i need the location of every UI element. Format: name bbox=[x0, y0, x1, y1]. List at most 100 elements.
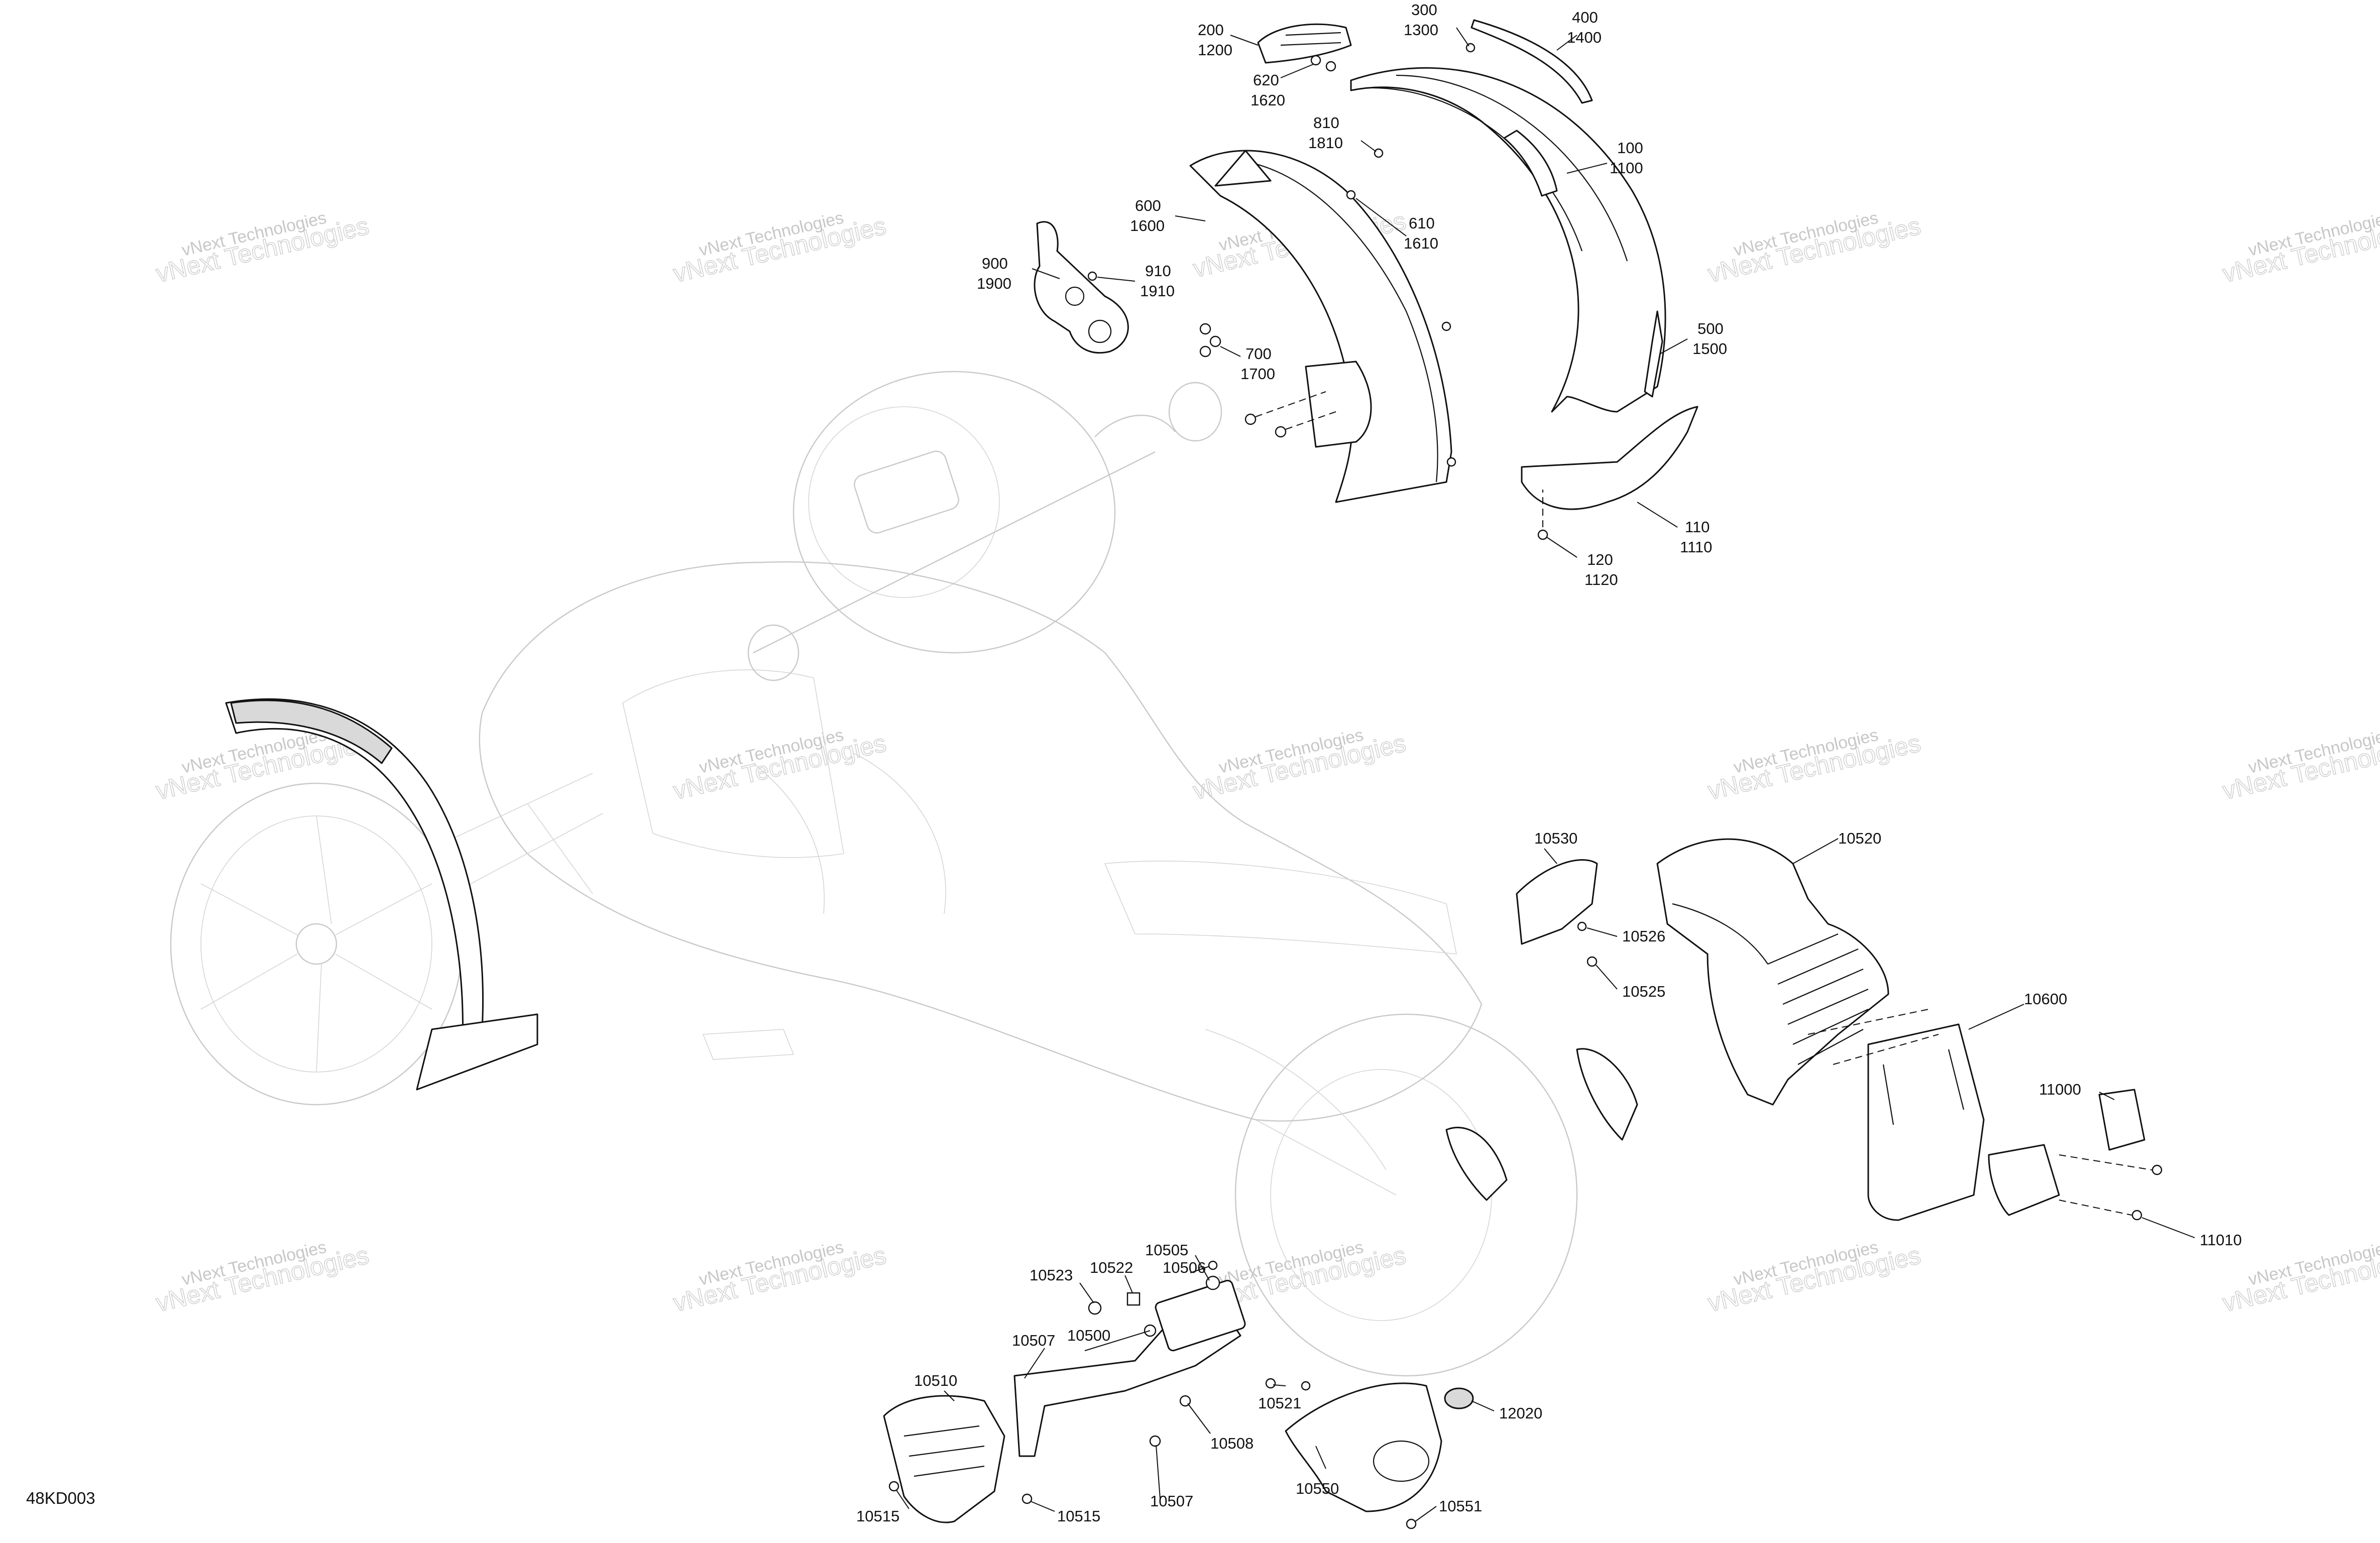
leader-910 bbox=[1097, 277, 1136, 282]
footpeg-outline bbox=[702, 1029, 795, 1060]
part-10523-washer bbox=[1088, 1301, 1102, 1315]
part-number-10510: 10510 bbox=[914, 1372, 957, 1389]
vehicle-ghost-outline bbox=[170, 371, 1578, 1377]
part-number-10551: 10551 bbox=[1439, 1497, 1482, 1515]
part-700-screw bbox=[1244, 413, 1257, 425]
part-number-10506: 10506 bbox=[1163, 1259, 1206, 1276]
part-number-1600: 1600 bbox=[1130, 217, 1165, 234]
leader-12020 bbox=[1471, 1400, 1495, 1411]
leader-10507b bbox=[1156, 1445, 1161, 1499]
leader-10522 bbox=[1124, 1275, 1133, 1293]
part-number-11010: 11010 bbox=[2200, 1231, 2242, 1249]
part-10550-cover bbox=[1285, 1382, 1442, 1512]
part-number-1620: 1620 bbox=[1251, 91, 1285, 109]
part-number-10523: 10523 bbox=[1030, 1266, 1073, 1284]
front-right-wheel-outline bbox=[792, 371, 1116, 654]
front-left-rim-outline bbox=[200, 815, 432, 1073]
part-number-1100: 1100 bbox=[1610, 159, 1643, 177]
part-number-110: 110 bbox=[1685, 518, 1710, 536]
part-700-screw bbox=[1199, 323, 1211, 335]
part-number-10505: 10505 bbox=[1145, 1241, 1188, 1259]
watermark: vNext Technologies vNext Technologies bbox=[2220, 208, 2380, 288]
leader-11010 bbox=[2141, 1217, 2195, 1238]
part-number-10521: 10521 bbox=[1258, 1394, 1301, 1412]
rear-tail-lights bbox=[1445, 1048, 1638, 1201]
rear-fender-exploded-group bbox=[1516, 838, 2163, 1221]
leader-10515b bbox=[1030, 1501, 1055, 1512]
leader-300 bbox=[1456, 27, 1469, 47]
part-number-10550: 10550 bbox=[1296, 1480, 1339, 1497]
part-10515-screw bbox=[888, 1481, 899, 1492]
watermark: vNext Technologies vNext Technologies bbox=[2220, 726, 2380, 805]
front-suspension-outline bbox=[441, 773, 603, 894]
leader-10523 bbox=[1079, 1282, 1094, 1303]
part-number-1910: 1910 bbox=[1140, 282, 1175, 300]
watermark: vNext Technologies vNext Technologies bbox=[670, 1238, 889, 1318]
part-10520-fins bbox=[1777, 948, 1869, 1065]
part-120-nut bbox=[1537, 529, 1548, 540]
part-number-400: 400 bbox=[1572, 9, 1598, 26]
part-700-screw bbox=[1209, 335, 1221, 347]
part-900-hole bbox=[1088, 319, 1112, 343]
front-fender-exploded-group bbox=[1034, 19, 1698, 540]
watermark: vNext Technologies vNext Technologies bbox=[670, 208, 889, 288]
part-10600-plate-holder bbox=[1867, 1023, 1985, 1221]
part-10510-housing bbox=[883, 1395, 1005, 1523]
leader-400 bbox=[1556, 35, 1577, 51]
leader-10600 bbox=[1968, 1004, 2024, 1030]
part-10526-screw bbox=[1577, 921, 1587, 931]
part-number-810: 810 bbox=[1313, 114, 1339, 132]
part-10506-screw bbox=[1208, 1260, 1218, 1270]
instrument-cluster-outline bbox=[854, 450, 959, 534]
part-number-120: 120 bbox=[1587, 551, 1613, 568]
part-number-10515-left: 10515 bbox=[856, 1507, 899, 1525]
part-10520-rear-fender bbox=[1656, 838, 1889, 1106]
part-number-11000: 11000 bbox=[2039, 1081, 2081, 1098]
leader-10510 bbox=[944, 1390, 955, 1401]
part-number-10508: 10508 bbox=[1210, 1435, 1254, 1452]
engine-detail bbox=[753, 753, 946, 914]
part-10522-clip bbox=[1126, 1292, 1141, 1306]
part-number-1200: 1200 bbox=[1198, 41, 1232, 59]
part-910-screw bbox=[1087, 271, 1097, 281]
part-610-screw bbox=[1446, 457, 1456, 467]
leader-700 bbox=[1220, 346, 1241, 357]
part-11010-nut bbox=[2131, 1210, 2142, 1221]
part-number-700: 700 bbox=[1245, 345, 1272, 363]
part-number-10500: 10500 bbox=[1067, 1327, 1110, 1344]
part-number-10507-lower: 10507 bbox=[1150, 1492, 1193, 1510]
leader-10551 bbox=[1415, 1506, 1437, 1522]
front-left-hub-outline bbox=[295, 923, 337, 965]
leader-810 bbox=[1361, 140, 1377, 152]
part-number-600: 600 bbox=[1135, 197, 1161, 214]
front-right-rim-outline bbox=[808, 406, 1000, 598]
part-10500-mount bbox=[1155, 1279, 1246, 1352]
part-700-screw bbox=[1275, 426, 1287, 438]
part-number-1900: 1900 bbox=[977, 275, 1011, 292]
leader-10508 bbox=[1187, 1403, 1211, 1434]
leader-10505 bbox=[1195, 1255, 1210, 1281]
tail-light-lower bbox=[1445, 1127, 1508, 1201]
part-11000-bracket bbox=[2098, 1089, 2145, 1151]
part-number-100: 100 bbox=[1617, 139, 1643, 157]
leader-10521 bbox=[1273, 1384, 1286, 1386]
part-900-bracket bbox=[1034, 221, 1129, 354]
part-12020-cap bbox=[1444, 1387, 1474, 1409]
front-left-fender bbox=[225, 698, 538, 1091]
leader-10515a bbox=[896, 1490, 910, 1509]
part-number-10525: 10525 bbox=[1622, 983, 1665, 1000]
part-number-1500: 1500 bbox=[1692, 340, 1727, 358]
part-10505-grommet bbox=[1205, 1275, 1220, 1290]
rear-wheel-outline bbox=[1234, 1013, 1578, 1377]
watermark: vNext Technologies vNext Technologies bbox=[153, 208, 372, 288]
part-600-bracket bbox=[1305, 361, 1372, 448]
part-600-contour bbox=[1240, 160, 1438, 483]
part-200-light bbox=[1257, 23, 1352, 64]
part-10530-panel bbox=[1516, 859, 1598, 945]
watermark: vNext Technologies vNext Technologies bbox=[1190, 726, 1409, 805]
part-10600-detail bbox=[1882, 1049, 1965, 1125]
rear-bracket-exploded-group bbox=[883, 1260, 1474, 1529]
part-number-10526: 10526 bbox=[1622, 927, 1665, 945]
part-810-fastener bbox=[1374, 148, 1384, 158]
